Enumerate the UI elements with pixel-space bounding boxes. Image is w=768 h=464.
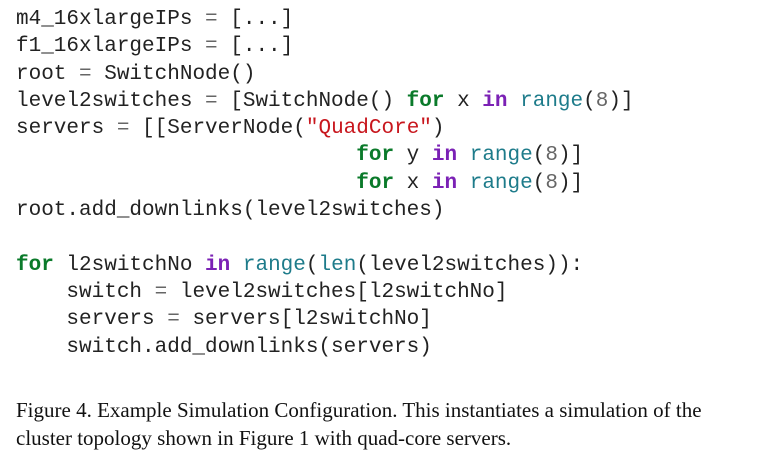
code-token: [[ServerNode( — [129, 117, 306, 141]
code-token: l2switchNo — [53, 253, 206, 277]
code-token: x — [444, 89, 483, 113]
code-token: "QuadCore" — [305, 117, 432, 141]
code-token: [...] — [217, 8, 294, 31]
code-token: y — [394, 144, 432, 168]
code-token: in — [482, 89, 508, 113]
code-token: = — [205, 89, 218, 113]
code-token: range — [242, 253, 306, 277]
code-token: len — [318, 253, 357, 277]
code-token: ( — [305, 253, 319, 277]
code-token: for — [406, 89, 445, 113]
code-token: level2switches — [16, 89, 206, 113]
code-token: range — [469, 171, 533, 195]
code-token: level2switches[l2switchNo] — [167, 280, 508, 304]
code-token: ( — [532, 144, 546, 168]
code-line: servers = [[ServerNode("QuadCore") — [16, 115, 634, 142]
code-line: for l2switchNo in range(len(level2switch… — [16, 252, 634, 279]
code-line: for y in range(8)] — [16, 142, 634, 169]
code-line: root = SwitchNode() — [16, 61, 634, 88]
code-token: root — [16, 62, 80, 86]
code-token: = — [205, 35, 218, 59]
code-line: level2switches = [SwitchNode() for x in … — [16, 88, 634, 115]
code-token: root.add_downlinks(level2switches) — [16, 199, 445, 223]
code-token: switch.add_downlinks(servers) — [16, 335, 432, 359]
code-token: servers — [16, 308, 168, 332]
code-line: m4_16xlargeIPs = [...] — [16, 6, 634, 33]
code-line: for x in range(8)] — [16, 170, 634, 197]
code-token: in — [431, 144, 458, 168]
code-token: = — [205, 8, 218, 31]
code-token: (level2switches)): — [356, 253, 584, 277]
code-line — [16, 224, 634, 251]
code-token: SwitchNode() — [91, 62, 256, 86]
code-token: = — [116, 117, 130, 141]
code-token — [457, 172, 470, 195]
code-token — [230, 254, 243, 277]
code-token: range — [520, 89, 584, 113]
code-token: f1_16xlargeIPs — [16, 35, 206, 59]
code-token: )] — [557, 144, 584, 168]
code-token: [SwitchNode() — [217, 89, 407, 113]
code-token — [16, 144, 356, 167]
code-token — [508, 90, 521, 113]
code-token: in — [431, 171, 458, 195]
code-token: ( — [532, 171, 546, 195]
code-line: f1_16xlargeIPs = [...] — [16, 33, 634, 60]
code-token: )] — [557, 171, 584, 195]
code-token: servers[l2switchNo] — [179, 308, 432, 332]
code-line: root.add_downlinks(level2switches) — [16, 197, 634, 224]
code-line: switch.add_downlinks(servers) — [16, 334, 634, 361]
code-token: )] — [608, 89, 634, 113]
code-token: for — [356, 171, 395, 195]
code-token: = — [167, 308, 180, 332]
code-token: x — [394, 171, 432, 195]
code-token: for — [356, 144, 395, 168]
code-token: 8 — [545, 144, 558, 168]
code-token: ( — [583, 89, 596, 113]
code-token: 8 — [545, 171, 558, 195]
code-token: servers — [16, 117, 117, 141]
code-token: 8 — [595, 89, 609, 113]
code-token: switch — [16, 280, 155, 304]
figure-caption: Figure 4. Example Simulation Configurati… — [16, 398, 702, 450]
code-line: switch = level2switches[l2switchNo] — [16, 279, 634, 306]
code-line: servers = servers[l2switchNo] — [16, 306, 634, 333]
code-token: in — [205, 253, 231, 277]
code-token: for — [16, 253, 54, 277]
code-token: m4_16xlargeIPs — [16, 8, 206, 31]
code-token: = — [79, 62, 92, 86]
code-token: = — [154, 280, 168, 304]
code-token: [...] — [217, 35, 294, 59]
code-token: ) — [431, 117, 445, 141]
code-token — [457, 144, 470, 167]
code-token — [16, 172, 356, 195]
code-listing: m4_16xlargeIPs = [...]f1_16xlargeIPs = [… — [16, 6, 634, 361]
code-token: range — [469, 144, 533, 168]
